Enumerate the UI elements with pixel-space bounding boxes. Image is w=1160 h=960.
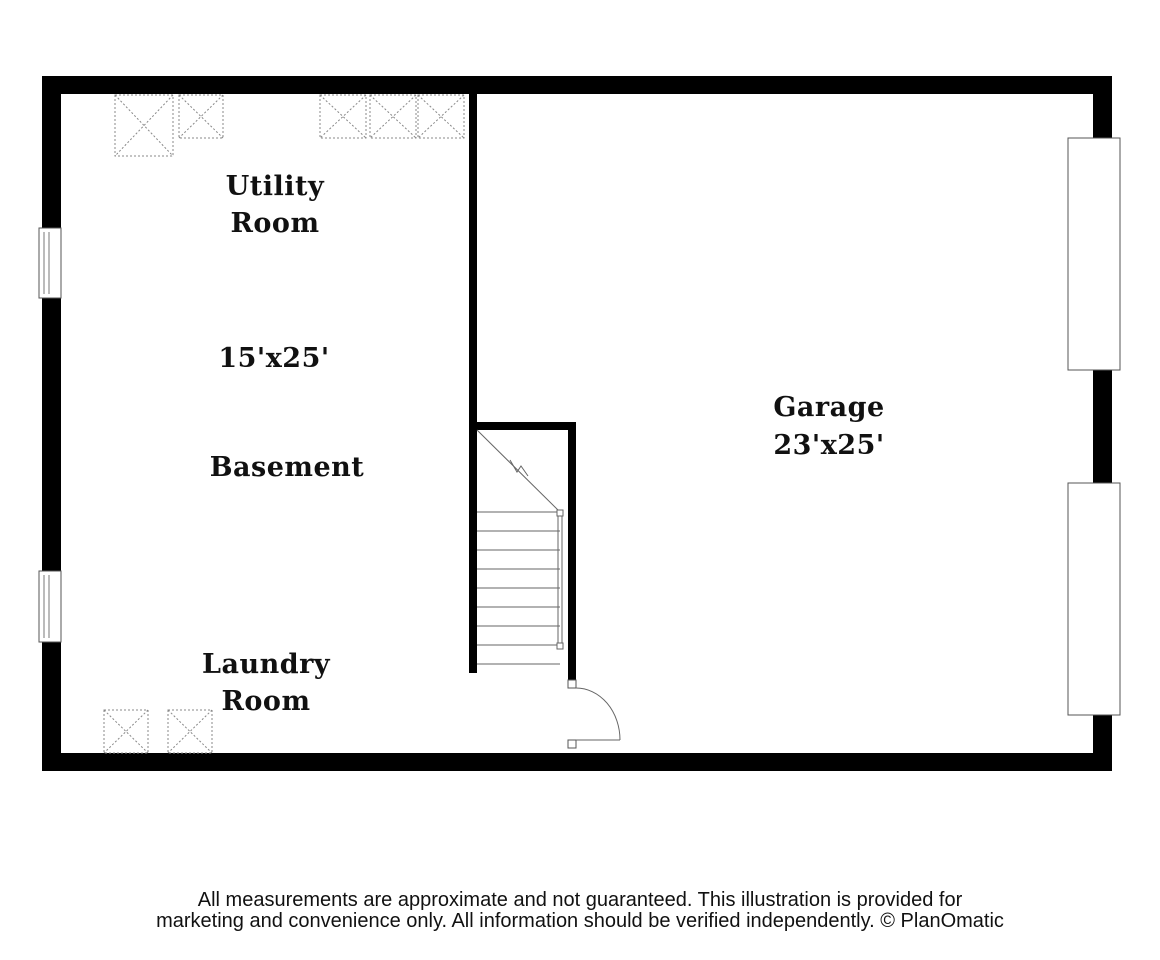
basement-dimensions: 15'x25' xyxy=(218,343,329,374)
left-window-lower xyxy=(38,570,62,643)
stair-walls xyxy=(469,422,576,680)
utility-room-label: Utility xyxy=(226,171,325,202)
laundry-room-label: Laundry xyxy=(202,649,331,680)
garage-door-lower xyxy=(1067,482,1121,716)
utility-fixture xyxy=(319,94,367,139)
basement-label: Basement xyxy=(210,452,365,483)
utility-fixture xyxy=(417,94,465,139)
dryer xyxy=(167,709,213,754)
utility-fixture xyxy=(178,94,224,139)
left-window-upper xyxy=(38,227,62,299)
disclaimer-line: marketing and convenience only. All info… xyxy=(156,910,1004,932)
garage-dimensions: 23'x25' xyxy=(773,430,884,461)
utility-fixture xyxy=(114,94,174,157)
disclaimer: All measurements are approximate and not… xyxy=(0,890,1160,932)
garage-door-upper xyxy=(1067,137,1121,371)
washer xyxy=(103,709,149,754)
entry-door xyxy=(567,679,621,749)
utility-room-label: Room xyxy=(230,208,319,239)
utility-fixture xyxy=(369,94,417,139)
disclaimer-line: All measurements are approximate and not… xyxy=(197,889,963,911)
wall-stub xyxy=(469,753,477,757)
interior-wall xyxy=(469,92,477,673)
laundry-room-label: Room xyxy=(221,686,310,717)
garage-label: Garage xyxy=(773,392,884,423)
staircase xyxy=(476,429,564,665)
